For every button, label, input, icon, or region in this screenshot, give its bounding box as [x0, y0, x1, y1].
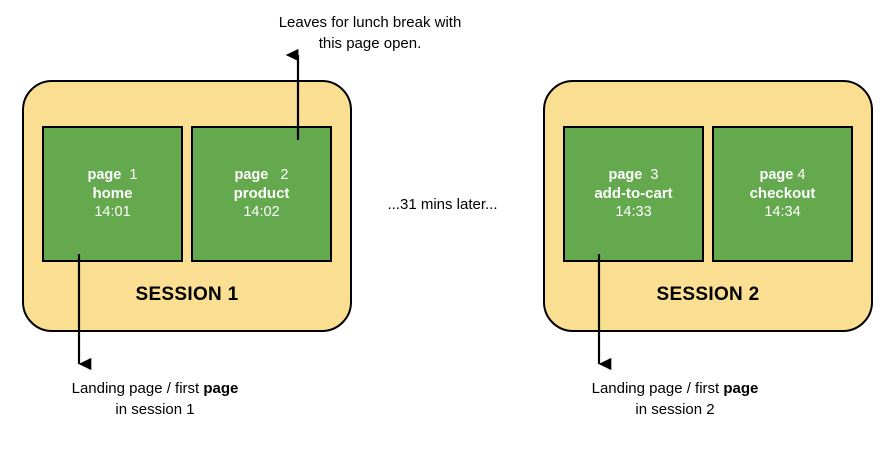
page-card-4-time: 14:34	[764, 204, 801, 220]
annotation-landing-page-1-line1: Landing page / first	[71, 380, 204, 397]
annotation-landing-page-2: Landing page / first page in session 2	[525, 378, 825, 420]
page-card-2-time: 14:02	[243, 204, 280, 220]
page-card-1-name: home	[92, 185, 133, 202]
session-box-1[interactable]: page 1 home 14:01 page 2 product 14:02 S…	[22, 80, 352, 332]
session-2-label: SESSION 2	[656, 284, 760, 305]
session-box-2[interactable]: page 3 add-to-cart 14:33 page 4 checkout…	[543, 80, 873, 332]
page-card-1-header: page 1	[88, 166, 138, 184]
page-card-2-keyword: page	[234, 167, 269, 183]
page-card-3-header: page 3	[609, 166, 659, 184]
annotation-landing-page-2-line2: in session 2	[635, 401, 715, 418]
page-card-4[interactable]: page 4 checkout 14:34	[712, 126, 853, 262]
page-card-3-keyword: page	[608, 167, 643, 183]
annotation-landing-page-1-bold: page	[203, 380, 239, 397]
annotation-landing-page-2-bold: page	[723, 380, 759, 397]
page-card-2[interactable]: page 2 product 14:02	[191, 126, 332, 262]
page-card-4-keyword: page	[759, 167, 794, 183]
page-card-1-time: 14:01	[94, 204, 131, 220]
page-card-4-name: checkout	[749, 185, 816, 202]
page-card-1-number: 1	[129, 167, 138, 183]
page-card-1-keyword: page	[87, 167, 122, 183]
page-card-4-header: page 4	[760, 166, 806, 184]
page-card-2-header: page 2	[234, 166, 288, 184]
annotation-lunch-break: Leaves for lunch break with this page op…	[170, 12, 570, 54]
page-card-3-time: 14:33	[615, 204, 652, 220]
session-2-pages: page 3 add-to-cart 14:33 page 4 checkout…	[545, 126, 871, 262]
annotation-lunch-break-line1: Leaves for lunch break with	[278, 14, 462, 31]
session-1-pages: page 1 home 14:01 page 2 product 14:02	[24, 126, 350, 262]
annotation-time-gap: ...31 mins later...	[387, 196, 498, 213]
annotation-lunch-break-line2: this page open.	[318, 35, 422, 52]
page-card-2-name: product	[233, 185, 290, 202]
annotation-landing-page-1-line2: in session 1	[115, 401, 195, 418]
annotation-landing-page-1: Landing page / first page in session 1	[5, 378, 305, 420]
annotation-landing-page-2-line1: Landing page / first	[591, 380, 724, 397]
page-card-3[interactable]: page 3 add-to-cart 14:33	[563, 126, 704, 262]
page-card-4-number: 4	[797, 167, 806, 183]
page-card-3-number: 3	[650, 167, 659, 183]
page-card-3-name: add-to-cart	[594, 185, 673, 202]
page-card-2-number: 2	[280, 167, 289, 183]
page-card-1[interactable]: page 1 home 14:01	[42, 126, 183, 262]
session-1-label: SESSION 1	[135, 284, 239, 305]
